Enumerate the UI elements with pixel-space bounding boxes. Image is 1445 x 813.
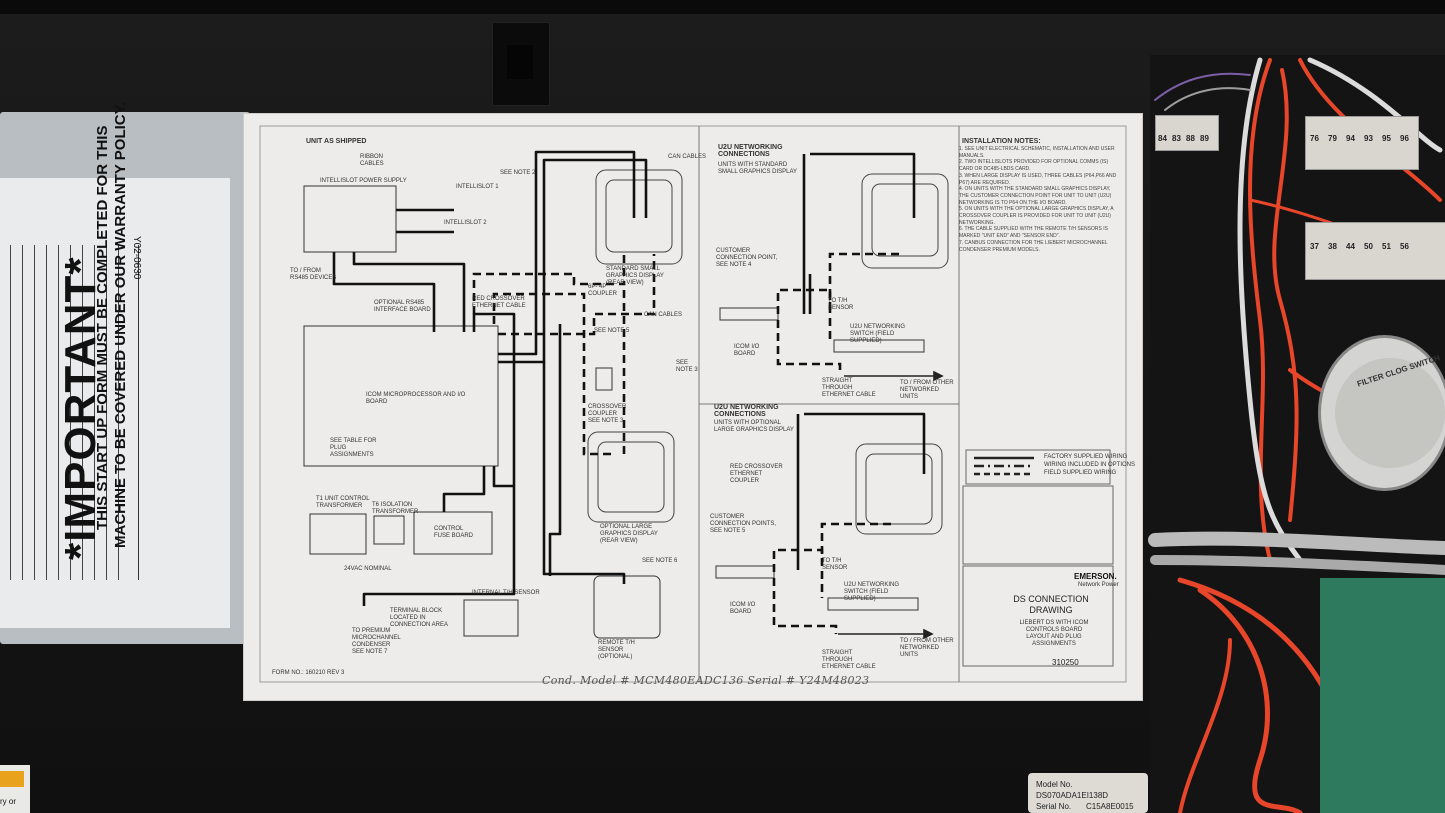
terminal-strip-middle bbox=[1305, 222, 1445, 280]
internal-th-label: INTERNAL T/H SENSOR bbox=[472, 590, 540, 596]
u2u-switch-label-2: U2U NETWORKING SWITCH (FIELD SUPPLIED) bbox=[844, 582, 900, 602]
u2u-small-title: U2U NETWORKING CONNECTIONS bbox=[718, 144, 783, 158]
intellislot-2-label: INTELLISLOT 2 bbox=[444, 220, 487, 226]
terminal-number: 88 bbox=[1186, 134, 1195, 143]
emerson-subtitle: Network Power bbox=[1078, 582, 1119, 588]
terminal-number: 84 bbox=[1158, 134, 1167, 143]
u2u-large-title: U2U NETWORKING CONNECTIONS bbox=[714, 404, 779, 418]
terminal-number: 93 bbox=[1364, 134, 1373, 143]
t1-transformer-label: T1 UNIT CONTROL TRANSFORMER bbox=[316, 496, 370, 509]
remote-th-label: REMOTE T/H SENSOR (OPTIONAL) bbox=[598, 640, 635, 660]
fuse-board-label: CONTROL FUSE BOARD bbox=[434, 526, 474, 539]
red-crossover-label: RED CROSSOVER ETHERNET CABLE bbox=[472, 296, 526, 309]
u2u-switch-label-1: U2U NETWORKING SWITCH (FIELD SUPPLIED) bbox=[850, 324, 906, 344]
intellislot-power-label: INTELLISLOT POWER SUPPLY bbox=[320, 178, 407, 184]
drawing-subtitle: LIEBERT DS WITH ICOM CONTROLS BOARD LAYO… bbox=[1019, 620, 1089, 647]
terminal-number: 44 bbox=[1346, 242, 1355, 251]
latch-slot bbox=[507, 45, 533, 79]
drawing-number: 310250 bbox=[1052, 658, 1079, 667]
see-note-3-label: SEE NOTE 3 bbox=[676, 360, 698, 373]
coupler-6p4p-label: 6P- 4P COUPLER bbox=[588, 284, 618, 297]
legend-included: WIRING INCLUDED IN OPTIONS bbox=[1044, 462, 1136, 468]
warning-text: ry or bbox=[0, 797, 16, 806]
icom-board-label: ICOM MICROPROCESSOR AND I/O BOARD bbox=[366, 392, 466, 405]
drawing-title: DS CONNECTION DRAWING bbox=[1013, 594, 1089, 615]
wiring-diagram-svg bbox=[259, 125, 1127, 683]
terminal-number: 76 bbox=[1310, 134, 1319, 143]
serial-value: C15A8E0015 bbox=[1086, 802, 1134, 811]
terminal-number: 89 bbox=[1200, 134, 1209, 143]
see-note-6-label: SEE NOTE 6 bbox=[642, 558, 678, 564]
terminal-number: 56 bbox=[1400, 242, 1409, 251]
form-grid bbox=[0, 245, 139, 580]
intellislot-1-label: INTELLISLOT 1 bbox=[456, 184, 499, 190]
warning-label: ry or bbox=[0, 765, 30, 813]
ribbon-cables-label: RIBBON CABLES bbox=[360, 154, 384, 167]
straight-cable-label-2: STRAIGHT THROUGH ETHERNET CABLE bbox=[822, 650, 876, 670]
unit-as-shipped-title: UNIT AS SHIPPED bbox=[306, 138, 367, 145]
to-th-sensor-label-1: TO T/H SENSOR bbox=[828, 298, 854, 311]
other-units-label-1: TO / FROM OTHER NETWORKED UNITS bbox=[900, 380, 954, 400]
t6-transformer-label: T6 ISOLATION TRANSFORMER bbox=[372, 502, 419, 515]
circuit-board bbox=[1320, 578, 1445, 813]
model-value: DS070ADA1EI138D bbox=[1036, 791, 1109, 800]
customer-connection-4-label: CUSTOMER CONNECTION POINT, SEE NOTE 4 bbox=[716, 248, 778, 268]
premium-condenser-label: TO PREMIUM MICROCHANNEL CONDENSER SEE NO… bbox=[352, 628, 401, 655]
icom-io-board-label-2: ICOM I/O BOARD bbox=[730, 602, 756, 615]
terminal-number: 96 bbox=[1400, 134, 1409, 143]
terminal-number: 51 bbox=[1382, 242, 1391, 251]
terminal-number: 95 bbox=[1382, 134, 1391, 143]
customer-connection-5-label: CUSTOMER CONNECTION POINTS, SEE NOTE 5 bbox=[710, 514, 777, 534]
standard-display-label: STANDARD SMALL GRAPHICS DISPLAY (REAR VI… bbox=[606, 266, 664, 286]
legend-factory: FACTORY SUPPLIED WIRING bbox=[1044, 454, 1128, 460]
rs485-board-label: OPTIONAL RS485 INTERFACE BOARD bbox=[374, 300, 431, 313]
terminal-strip-top-right bbox=[1305, 116, 1419, 170]
u2u-small-subtitle: UNITS WITH STANDARD SMALL GRAPHICS DISPL… bbox=[718, 162, 798, 175]
rs485-devices-label: TO / FROM RS485 DEVICES bbox=[290, 268, 337, 281]
terminal-number: 79 bbox=[1328, 134, 1337, 143]
u2u-large-subtitle: UNITS WITH OPTIONAL LARGE GRAPHICS DISPL… bbox=[714, 420, 794, 433]
door-latch bbox=[492, 22, 550, 106]
handwritten-condenser-info: Cond. Model # MCM480EADC136 Serial # Y24… bbox=[542, 674, 870, 687]
can-cables-label-1: CAN CABLES bbox=[668, 154, 707, 160]
red-crossover-coupler-label: RED CROSSOVER ETHERNET COUPLER bbox=[730, 464, 783, 484]
terminal-number: 38 bbox=[1328, 242, 1337, 251]
installation-notes: 1. SEE UNIT ELECTRICAL SCHEMATIC, INSTAL… bbox=[959, 146, 1117, 253]
terminal-strip-top-left bbox=[1155, 115, 1219, 151]
switch-face bbox=[1335, 358, 1445, 468]
model-label: Model No. bbox=[1036, 780, 1073, 789]
other-units-label-2: TO / FROM OTHER NETWORKED UNITS bbox=[900, 638, 954, 658]
terminal-number: 83 bbox=[1172, 134, 1181, 143]
emerson-logo: EMERSON. bbox=[1074, 572, 1117, 581]
plug-table-label: SEE TABLE FOR PLUG ASSIGNMENTS bbox=[330, 438, 377, 458]
see-note-5-label: SEE NOTE 5 bbox=[594, 328, 630, 334]
icom-io-board-label-1: ICOM I/O BOARD bbox=[734, 344, 760, 357]
large-display-label: OPTIONAL LARGE GRAPHICS DISPLAY (REAR VI… bbox=[600, 524, 658, 544]
unit-nameplate: Model No. DS070ADA1EI138D Serial No. C15A8… bbox=[1028, 773, 1148, 813]
warranty-startup-form bbox=[0, 178, 230, 628]
notes-title: INSTALLATION NOTES: bbox=[962, 138, 1041, 145]
terminal-block-label: TERMINAL BLOCK LOCATED IN CONNECTION ARE… bbox=[390, 608, 449, 628]
straight-cable-label-1: STRAIGHT THROUGH ETHERNET CABLE bbox=[822, 378, 876, 398]
terminal-number: 37 bbox=[1310, 242, 1319, 251]
vac-nominal-label: 24VAC NOMINAL bbox=[344, 566, 392, 572]
to-th-sensor-label-2: TO T/H SENSOR bbox=[822, 558, 848, 571]
cabinet-top-edge bbox=[0, 0, 1445, 14]
see-note-2-label: SEE NOTE 2 bbox=[500, 170, 536, 176]
legend-field: FIELD SUPPLIED WIRING bbox=[1044, 470, 1117, 476]
terminal-number: 50 bbox=[1364, 242, 1373, 251]
warning-stripe bbox=[0, 771, 24, 787]
connection-drawing-sheet: UNIT AS SHIPPED U2U NETWORKING CONNECTIO… bbox=[244, 114, 1142, 700]
terminal-number: 94 bbox=[1346, 134, 1355, 143]
serial-label: Serial No. bbox=[1036, 802, 1072, 811]
filter-clog-switch bbox=[1318, 335, 1445, 491]
can-cables-label-2: CAN CABLES bbox=[644, 312, 683, 318]
crossover-coupler-label: CROSSOVER COUPLER SEE NOTE 3 bbox=[588, 404, 627, 424]
form-number: FORM NO.: 160210 REV 3 bbox=[272, 670, 345, 676]
